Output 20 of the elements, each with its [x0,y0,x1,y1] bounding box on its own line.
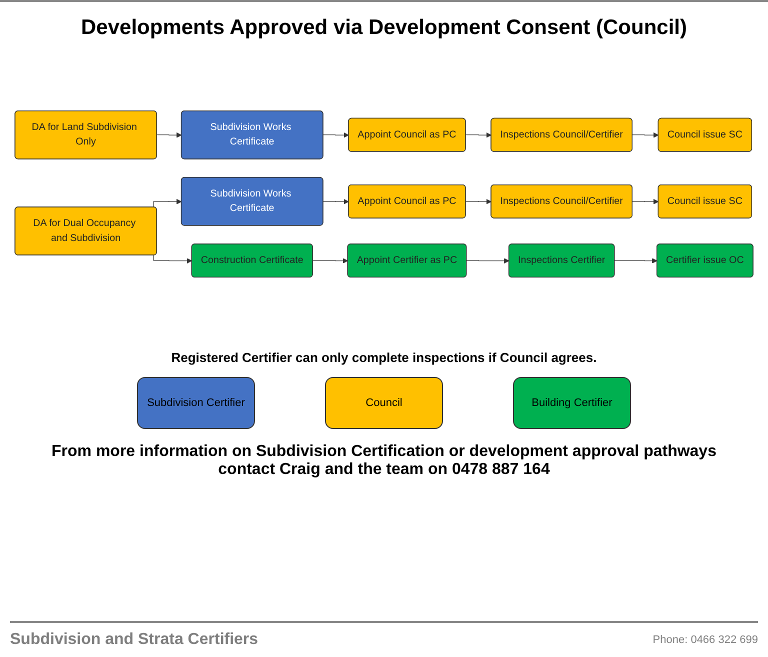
arrow [153,198,182,208]
arrow [632,132,659,138]
arrow [156,132,182,138]
arrow [632,198,659,204]
arrow [322,132,349,138]
arrow [466,132,492,138]
arrow [153,254,192,264]
footer-tagline: Subdivision and Strata Certifiers [10,631,258,649]
arrow [322,198,349,204]
title: Developments Approved via Development Consent (Council) [81,16,687,40]
arrow [466,198,492,204]
footer-contact: Phone: 0466 322 699 [652,634,758,646]
arrow [614,258,658,264]
arrow [312,258,348,264]
legend-swatch: Subdivision Certifier [137,377,255,429]
legend-swatch: Council [325,377,443,429]
note: Registered Certifier can only complete inspections if Council agrees. [171,350,597,365]
arrow [466,258,510,264]
contact-note: From more information on Subdivision Certification or development approval pathways contact Craig and the team on 0478 887 164 [50,443,718,479]
legend-swatch: Building Certifier [513,377,631,429]
